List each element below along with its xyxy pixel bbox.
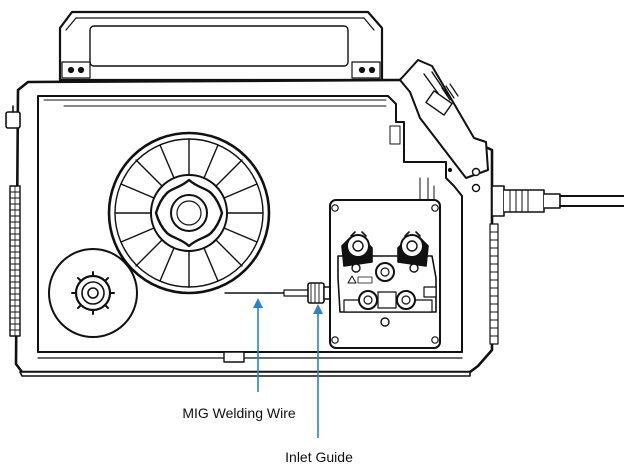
callout-inlet-arrowhead	[313, 304, 323, 314]
spare-roll	[48, 248, 138, 338]
callout-wire-label: MIG Welding Wire	[182, 405, 296, 421]
rear-knob	[5, 111, 21, 129]
drive-mechanism	[329, 199, 441, 349]
front-panel	[399, 59, 489, 179]
rear-vents	[9, 185, 21, 337]
wire-spool	[107, 131, 271, 295]
callout-wire: MIG Welding Wire	[182, 298, 296, 421]
carry-handle	[58, 10, 384, 82]
front-cable-connectors	[471, 167, 624, 217]
bottom-rail	[19, 351, 471, 377]
callout-wire-arrowhead	[253, 298, 263, 308]
callout-inlet-label: Inlet Guide	[285, 449, 353, 465]
callout-inlet: Inlet Guide	[285, 304, 353, 465]
welder-machine	[5, 10, 624, 377]
front-vents	[489, 223, 499, 345]
